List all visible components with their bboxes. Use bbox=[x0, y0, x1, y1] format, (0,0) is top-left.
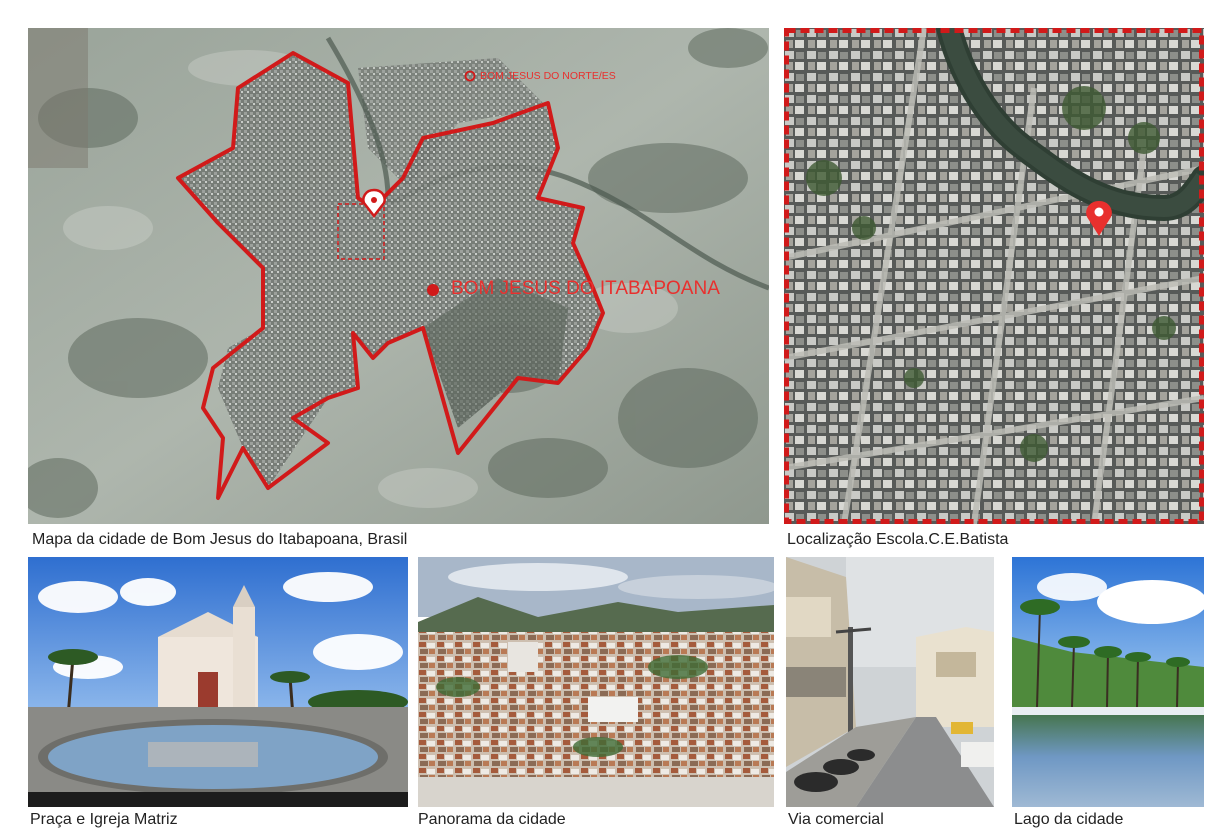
photo-caption: Panorama da cidade bbox=[418, 811, 566, 828]
location-pin-icon bbox=[1086, 201, 1112, 236]
location-pin-icon bbox=[362, 188, 386, 219]
school-location-map bbox=[784, 28, 1204, 524]
photo-city-lake bbox=[1012, 557, 1204, 807]
photo-caption: Via comercial bbox=[788, 811, 884, 828]
photo-church-square bbox=[28, 557, 408, 807]
photo-caption: Lago da cidade bbox=[1014, 811, 1124, 828]
location-caption: Localização Escola.C.E.Batista bbox=[787, 531, 1009, 548]
north-town-label: BOM JESUS DO NORTE/ES bbox=[480, 70, 616, 82]
city-dot-icon bbox=[427, 284, 439, 296]
photo-commercial-street bbox=[786, 557, 994, 807]
photo-caption: Praça e Igreja Matriz bbox=[30, 811, 178, 828]
photo-city-panorama bbox=[418, 557, 774, 807]
city-label: BOM JESUS DO ITABAPOANA bbox=[451, 278, 720, 299]
town-ring-icon bbox=[464, 70, 476, 82]
map-caption: Mapa da cidade de Bom Jesus do Itabapoan… bbox=[32, 531, 408, 548]
city-boundary bbox=[176, 51, 605, 500]
city-map: BOM JESUS DO ITABAPOANA BOM JESUS DO NOR… bbox=[28, 28, 769, 524]
